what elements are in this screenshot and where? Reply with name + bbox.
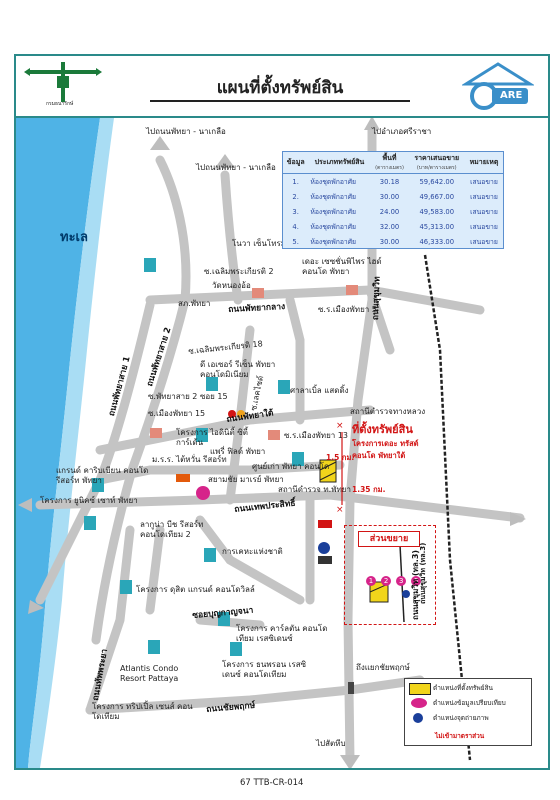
- place-label: ซ.เฉลิมพระเกียรติ 2: [204, 267, 274, 276]
- distance-1: 1.5 กม.: [326, 453, 355, 462]
- comparison-marker: 5: [411, 576, 422, 586]
- place-label: โครงการ ไอดินิตี้ ซิตี้ การ์เด้น: [176, 428, 248, 448]
- table-header: หมายเหตุ: [464, 152, 503, 174]
- railway: [423, 254, 472, 761]
- expansion-box: [344, 525, 436, 625]
- logo-text: ARE: [500, 90, 523, 101]
- place-label: โนวา เซ็นโทรม: [232, 239, 287, 248]
- place-label: โครงการ ทริปเปิ้ล เซนส์ คอนโดเทียม: [92, 702, 193, 722]
- place-label: แพรี่ ฟิลด์ พัทยา: [210, 447, 266, 456]
- place-label: Atlantis Condo Resort Pattaya: [120, 664, 179, 684]
- sea-label: ทะเล: [60, 230, 88, 245]
- svg-text:×: ×: [336, 505, 344, 515]
- place-label: สถานีดำรวจ ท.พัทยา: [278, 485, 351, 494]
- road-label-naklua-1: ไปถนนพัทยา - นาเกลือ: [146, 127, 226, 136]
- place-label: สถานีตำรวจทางหลวง: [350, 407, 426, 416]
- place-label: เดอะ เซซชั่นพิไพร ไฮด์ คอนโด พัทยา: [302, 257, 382, 277]
- road-label-muang15: ซ.เมืองพัทยา 15: [148, 409, 206, 418]
- header-box: [14, 54, 550, 118]
- road-label-sriracha: ไปอำเภอศรีราชา: [372, 127, 432, 136]
- road-label-muang5: ซ.ร.เมืองพัทยา 5: [318, 305, 377, 314]
- comparison-marker: 2: [381, 576, 392, 586]
- comparison-marker: [196, 486, 210, 500]
- asset-project: โครงการเดอะ ทรัสต์: [352, 439, 419, 448]
- place-label: วัดหนองอ้อ: [212, 281, 251, 290]
- arrows: [18, 116, 526, 770]
- place-label: ดี เอเซอร์ รีเซ็น พัทยา คอนโดมิเนียม: [200, 360, 276, 380]
- place-label: ม.ร.ร. ไต้หวั่น รีสอร์ท: [152, 455, 227, 464]
- sea-light: [28, 118, 114, 768]
- page-title: แผนที่ตั้งทรัพย์สิน: [216, 78, 344, 98]
- building-icons: [84, 258, 304, 656]
- place-label: สยามชัย มาเรย์ พัทยา: [208, 475, 284, 484]
- place-label: โครงการ ยูนิคซ์ เซาท์ พัทยา: [40, 496, 138, 505]
- crest-text: กรมธนารักษ์: [46, 101, 74, 107]
- asset-title: ที่ตั้งทรัพย์สิน: [352, 423, 413, 436]
- comparison-marker: 3: [396, 576, 407, 586]
- asset-project-2: คอนโด พัทยาใต้: [352, 451, 406, 460]
- place-label: แกรนด์ คาริบเบียน คอนโด รีสอร์ท พัทยา: [56, 466, 149, 486]
- legend-photo-swatch: [413, 713, 423, 723]
- place-label: สภ.พัทยา: [178, 299, 211, 308]
- table-header: พื้นที่(ตารางเมตร): [370, 152, 409, 174]
- svg-text:×: ×: [336, 421, 344, 431]
- legend-asset-swatch: [409, 683, 431, 695]
- legend-item-comparison: ตำแหน่งข้อมูลเปรียบเทียบ: [433, 699, 506, 707]
- distance-2: 1.35 กม.: [352, 485, 386, 494]
- place-label: ศูนย์เก่า พัทยา คอนโด: [252, 462, 330, 471]
- crest-logo: กรมธนารักษ์: [24, 58, 102, 114]
- table-header: ราคาเสนอขาย(บาท/ตารางเมตร): [408, 152, 465, 174]
- place-label: โครงการ ธนพรอน เรสซิเดนซ์ คอนโดเทียม: [222, 660, 307, 680]
- road-label-muang13: ซ.ร.เมืองพัทยา 13: [284, 431, 348, 440]
- roads: [35, 125, 525, 765]
- place-label: ศาลาเบิ้ล แสดดิ้ง: [290, 386, 349, 395]
- title-underline: [150, 100, 410, 102]
- place-label: โครงการ ดุสิต แกรนด์ คอนโดวิลล์: [136, 585, 255, 594]
- legend-item-asset: ตำแหน่งที่ตั้งทรัพย์สิน: [433, 684, 493, 692]
- expansion-markers: 1 2 3 5: [366, 568, 422, 587]
- road-label-chaiyapruek-jct: ถึงแยกชัยพฤกษ์: [356, 663, 410, 672]
- comparison-table: ข้อมูล ประเภททรัพย์สิน พื้นที่(ตารางเมตร…: [282, 151, 504, 249]
- care-logo: ARE: [462, 60, 534, 112]
- road-label-sukhumvit-side: ถนนสุขุมวิท (ทล.3): [419, 542, 427, 604]
- table-header: ข้อมูล: [283, 152, 309, 174]
- legend-comparison-swatch: [411, 698, 427, 708]
- asset-marker: [319, 459, 337, 483]
- place-label: การเคหะแห่งชาติ: [222, 547, 283, 556]
- place-label: ลากูน่า บีช รีสอร์ท คอนโดเทียม 2: [140, 520, 204, 540]
- document-code: 67 TTB-CR-014: [240, 778, 304, 788]
- road-label-p2soi15: ซ.พัทยาสาย 2 ซอย 15: [148, 392, 228, 401]
- table-header: ประเภททรัพย์สิน: [308, 152, 371, 174]
- legend-scale-note: ไม่เข้ามาตราส่วน: [435, 732, 485, 740]
- comparison-marker: 1: [366, 576, 376, 586]
- map-legend: ตำแหน่งที่ตั้งทรัพย์สิน ตำแหน่งข้อมูลเปร…: [404, 678, 532, 746]
- temple-icons: [150, 285, 358, 440]
- road-label-naklua-2: ไปถนนพัทยา - นาเกลือ: [196, 163, 276, 172]
- legend-item-photo: ตำแหน่งจุดถ่ายภาพ: [433, 714, 489, 722]
- expansion-title: ส่วนขยาย: [358, 531, 420, 547]
- place-label: โครงการ คาร์ลตัน คอนโดเทียม เรสซิเดนซ์: [236, 624, 328, 644]
- road-label-sattahip: ไปสัตหีบ: [316, 739, 346, 748]
